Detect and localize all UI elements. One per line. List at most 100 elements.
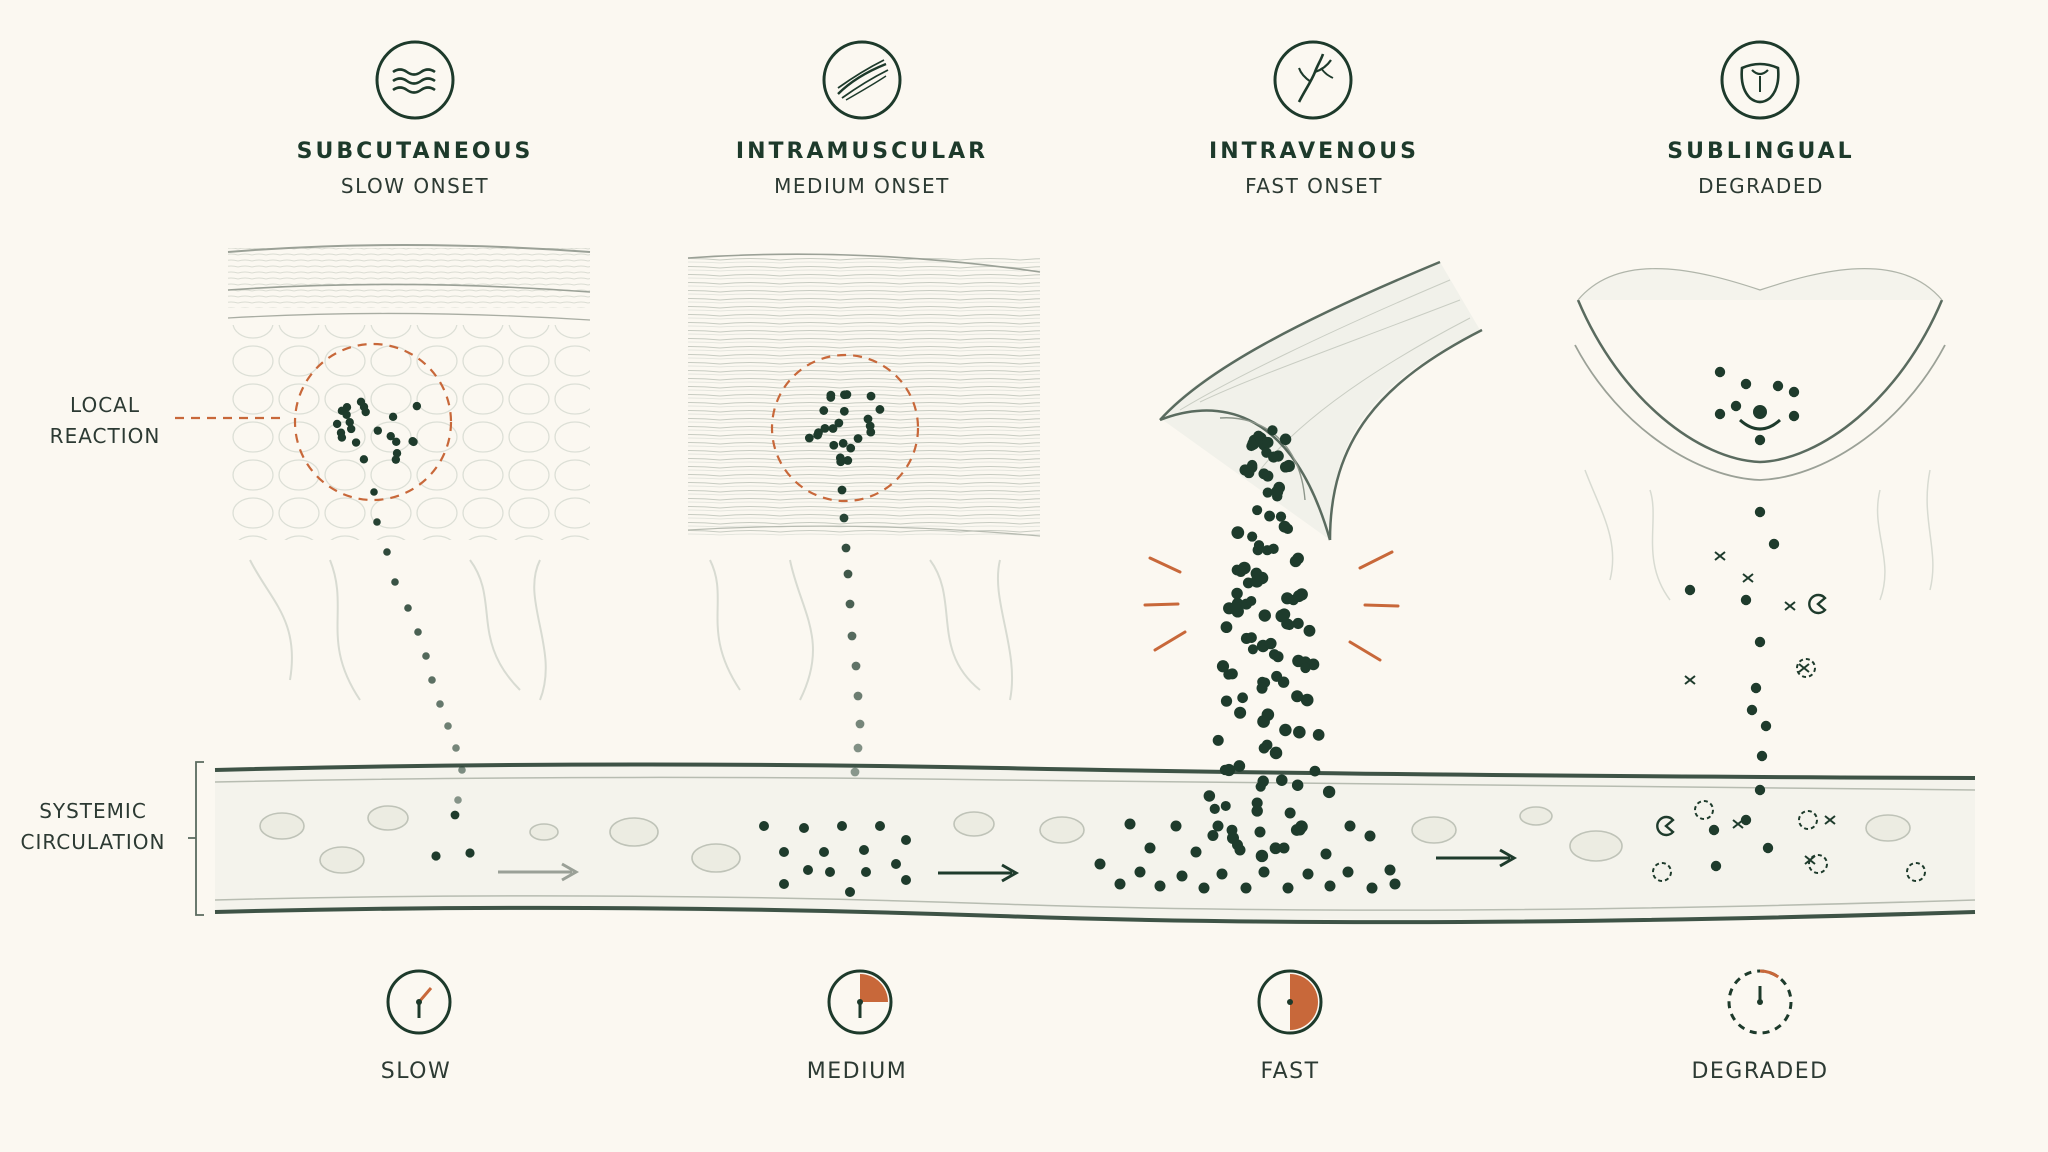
subcutaneous-tissue [228, 245, 590, 700]
drug-particle [383, 548, 391, 556]
drug-particle [357, 398, 365, 406]
drug-particle [451, 811, 460, 820]
drug-particle [829, 441, 838, 450]
drug-particle [333, 420, 341, 428]
drug-particle [1283, 883, 1294, 894]
drug-particle [837, 821, 847, 831]
drug-particle [1283, 460, 1295, 472]
drug-particle [338, 433, 346, 441]
drug-particle [759, 821, 769, 831]
clock-degraded-icon [1724, 966, 1796, 1038]
red-blood-cell [1040, 817, 1084, 843]
drug-particle [852, 662, 861, 671]
drug-particle [1279, 843, 1290, 854]
drug-particle [1292, 779, 1303, 790]
drug-particle [844, 570, 853, 579]
drug-particle [1177, 871, 1188, 882]
drug-particle [1257, 715, 1270, 728]
drug-particle [1210, 804, 1220, 814]
drug-particle [901, 875, 911, 885]
intramuscular-tissue [688, 254, 1040, 700]
intravenous-vein [1160, 262, 1482, 540]
drug-particle [825, 867, 835, 877]
drug-particle [1125, 819, 1136, 830]
drug-particle [854, 692, 863, 701]
drug-particle [1217, 660, 1229, 672]
drug-particle [389, 413, 397, 421]
drug-particle [1269, 649, 1280, 660]
route-subtitle-subcutaneous: SLOW ONSET [341, 174, 489, 198]
drug-particle [1246, 596, 1256, 606]
drug-particle [1280, 434, 1291, 445]
degraded-ring [1797, 659, 1815, 677]
drug-particle [819, 406, 828, 415]
drug-particle [1367, 883, 1378, 894]
vein-branch-icon [1271, 38, 1355, 122]
red-blood-cell [530, 824, 558, 840]
drug-particle [854, 434, 863, 443]
drug-particle [1241, 883, 1252, 894]
drug-particle [1230, 602, 1241, 613]
drug-particle [428, 676, 436, 684]
systemic-circulation-label: SYSTEMIC CIRCULATION [0, 796, 193, 858]
drug-particle [891, 859, 901, 869]
drug-particle [1270, 747, 1283, 760]
drug-particle [1755, 435, 1765, 445]
drug-particle [1221, 695, 1232, 706]
drug-particle [1271, 486, 1283, 498]
drug-particle [1741, 379, 1751, 389]
drug-particle [856, 720, 865, 729]
drug-particle [1252, 505, 1262, 515]
drug-particle [1217, 869, 1228, 880]
drug-particle [1145, 843, 1156, 854]
drug-particle [1271, 671, 1282, 682]
drug-particle [840, 514, 849, 523]
drug-particle [1247, 532, 1257, 542]
drug-particle [1278, 608, 1290, 620]
drug-particle [1255, 827, 1266, 838]
red-blood-cell [1520, 807, 1552, 825]
drug-particle [393, 449, 401, 457]
sublingual-mouth [1575, 269, 1945, 600]
drug-particle [1773, 381, 1783, 391]
red-blood-cell [368, 806, 408, 830]
degraded-fragment [1715, 552, 1725, 560]
drug-particle [1155, 881, 1166, 892]
drug-particle [352, 438, 360, 446]
drug-particle [1246, 632, 1257, 643]
drug-particle [826, 391, 835, 400]
drug-particle [819, 847, 829, 857]
drug-particle [1231, 526, 1244, 539]
red-blood-cell [1412, 817, 1456, 843]
drug-particle [859, 845, 869, 855]
drug-particle [1265, 638, 1276, 649]
drug-particle [1390, 879, 1401, 890]
drug-particle [1365, 831, 1376, 842]
drug-particle [1300, 663, 1310, 673]
pacman-enzyme [1809, 595, 1825, 613]
drug-particle [1313, 729, 1325, 741]
red-blood-cell [1570, 831, 1622, 861]
drug-particle [1257, 776, 1268, 787]
route-title-intramuscular: INTRAMUSCULAR [736, 139, 988, 164]
drug-particle [1235, 845, 1246, 856]
drug-particle [1253, 431, 1263, 441]
drug-particle [1171, 821, 1182, 832]
drug-particle [452, 744, 460, 752]
drug-particle [1251, 575, 1264, 588]
drug-particle [834, 419, 843, 428]
drug-particle [805, 434, 814, 443]
drug-particle [1303, 869, 1314, 880]
drug-particle [404, 604, 412, 612]
clock-medium-icon [824, 966, 896, 1038]
drug-particle [1709, 825, 1719, 835]
drug-particle [1715, 367, 1725, 377]
drug-particle [1789, 387, 1799, 397]
drug-particle [1262, 470, 1273, 481]
red-blood-cell [1866, 815, 1910, 841]
drug-particle [1237, 692, 1248, 703]
red-blood-cell [692, 844, 740, 872]
drug-particle [1741, 595, 1751, 605]
drug-particle [409, 438, 417, 446]
